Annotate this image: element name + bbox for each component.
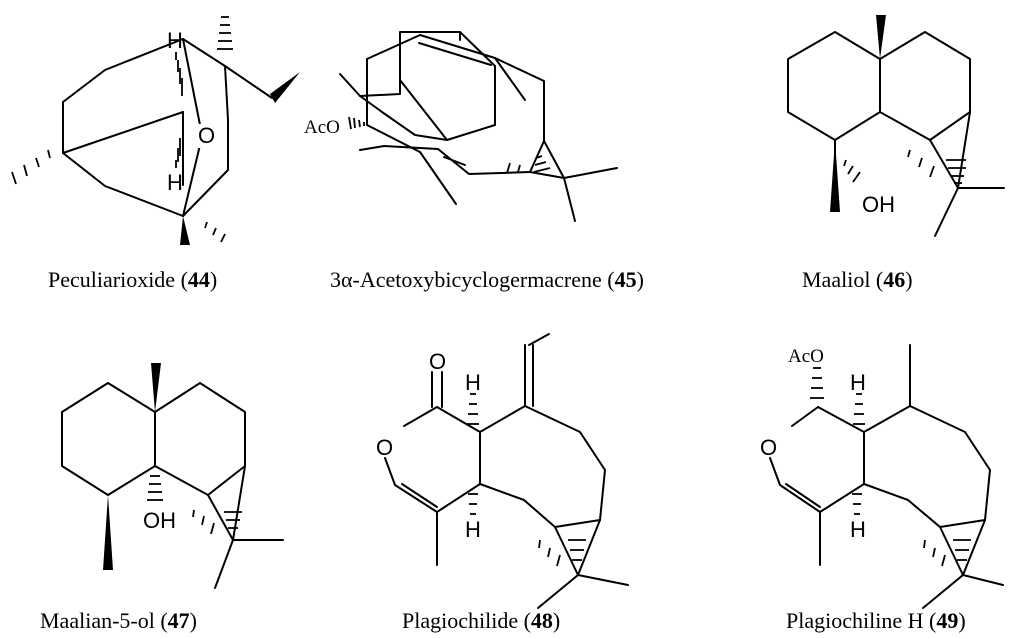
caption-47: Maalian-5-ol (47) xyxy=(40,608,197,633)
atom-label-o: O xyxy=(429,349,446,374)
caption-46: Maaliol (46) xyxy=(802,267,913,292)
structure-49: AcO O H H xyxy=(760,344,1004,609)
atom-label-o: O xyxy=(198,123,215,148)
structure-46: OH xyxy=(787,15,1005,237)
structure-45 xyxy=(339,31,496,141)
atom-label-h: H xyxy=(850,370,866,395)
caption-44: Peculiarioxide (44) xyxy=(48,267,217,292)
hash-bond xyxy=(192,509,242,535)
hash-bond xyxy=(204,221,226,243)
atom-label-aco: AcO xyxy=(304,117,340,138)
structure-45-main xyxy=(359,34,618,222)
caption-48: Plagiochilide (48) xyxy=(402,608,560,633)
structure-48: O O H H xyxy=(376,333,629,609)
wedge-bond xyxy=(103,495,113,570)
caption-49: Plagiochiline H (49) xyxy=(786,608,966,633)
hash-bond xyxy=(468,493,478,515)
atom-label-oh: OH xyxy=(143,508,176,533)
hash-bond xyxy=(843,159,861,183)
hash-bond xyxy=(810,367,824,399)
hash-bond xyxy=(907,149,966,184)
hash-bond xyxy=(175,52,183,96)
hash-bond xyxy=(852,493,862,515)
atom-label-aco: AcO xyxy=(788,346,824,367)
caption-45: 3α-Acetoxybicyclogermacrene (45) xyxy=(330,267,644,292)
hash-bond xyxy=(853,393,865,425)
wedge-bond xyxy=(876,15,886,59)
atom-label-h: H xyxy=(465,370,481,395)
atom-label-o: O xyxy=(760,435,777,460)
hash-bond xyxy=(923,539,971,567)
structure-44: H H O xyxy=(11,16,300,245)
wedge-bond xyxy=(180,216,190,245)
hash-bond xyxy=(147,475,163,501)
atom-label-h: H xyxy=(465,517,481,542)
hash-bond xyxy=(217,16,233,50)
structure-47: OH xyxy=(61,363,284,589)
atom-label-o: O xyxy=(376,435,393,460)
atom-label-h: H xyxy=(167,170,183,195)
wedge-bond xyxy=(151,363,161,412)
atom-label-h: H xyxy=(167,28,183,53)
structure-45-hashes xyxy=(348,116,551,174)
wedge-bond xyxy=(830,140,840,212)
hash-bond xyxy=(467,393,479,425)
atom-label-oh: OH xyxy=(862,192,895,217)
hash-bond xyxy=(175,138,181,168)
atom-label-h: H xyxy=(850,517,866,542)
wedge-bond xyxy=(270,72,300,103)
hash-bond xyxy=(11,149,51,185)
hash-bond xyxy=(538,539,586,567)
